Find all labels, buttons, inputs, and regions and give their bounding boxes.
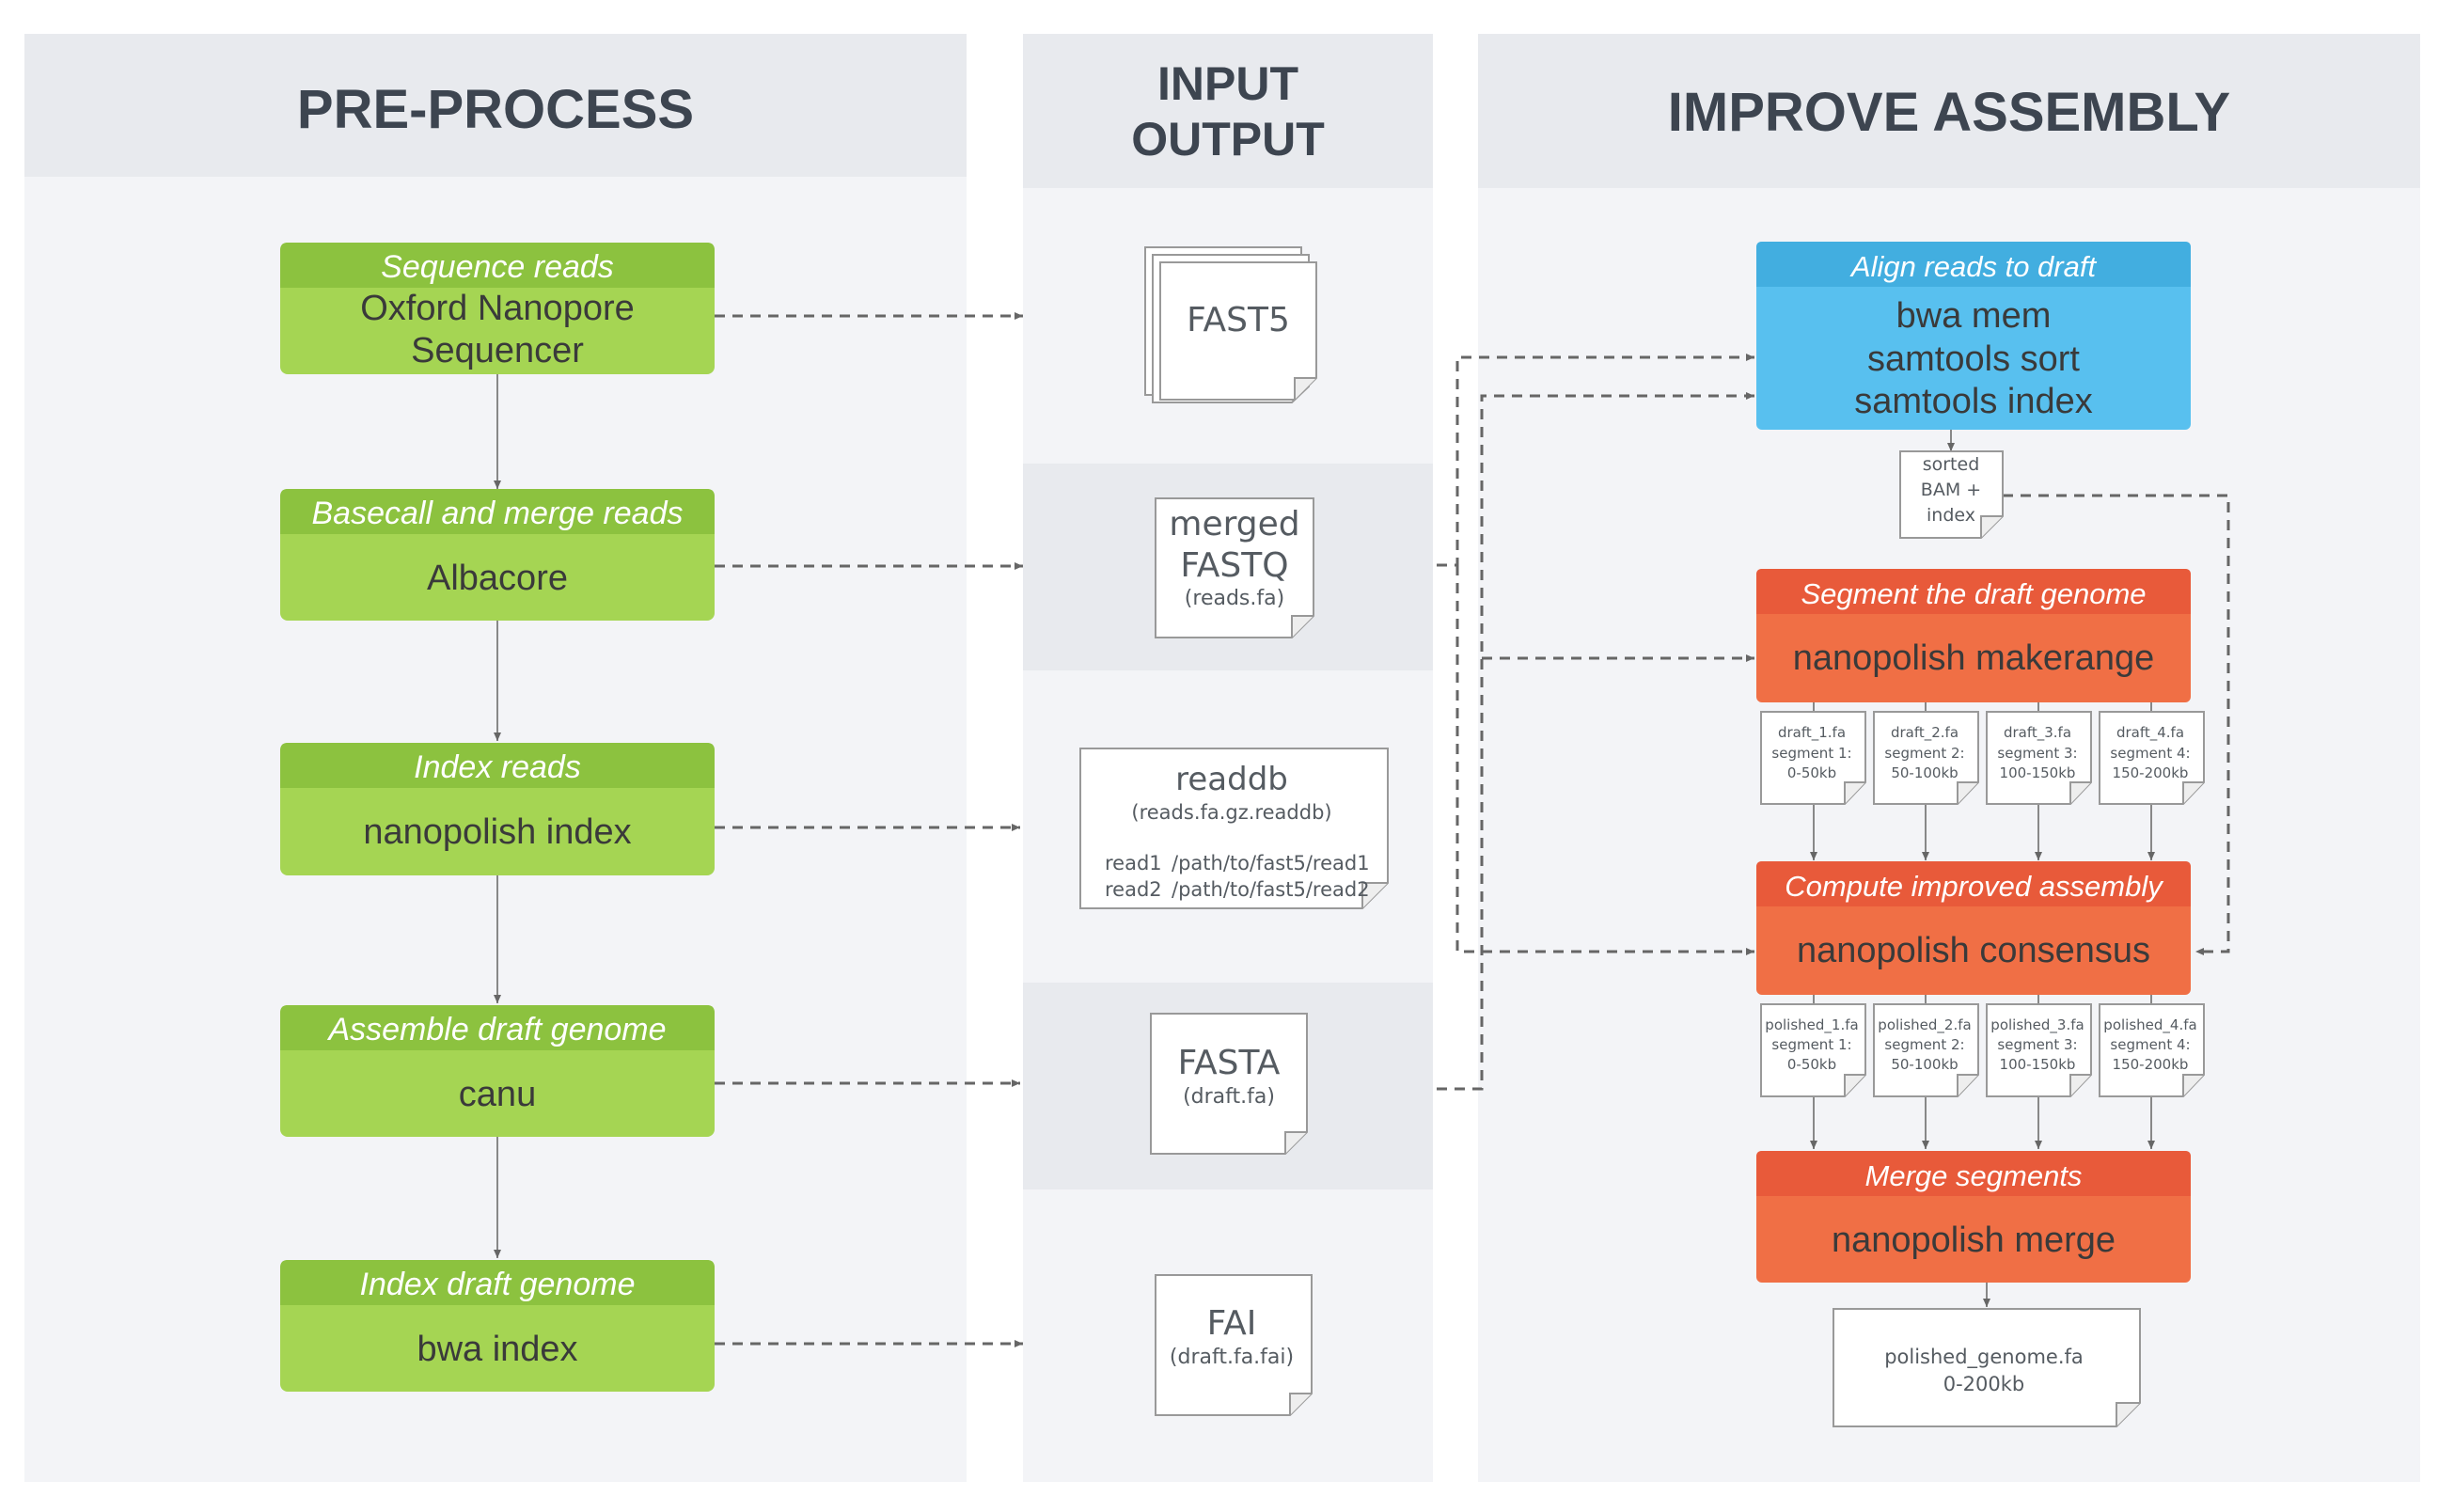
segment-label: segment 4: <box>2110 1036 2190 1053</box>
step-align-reads[interactable]: Align reads to draft bwa mem samtools so… <box>1756 242 2191 430</box>
doc-fastq[interactable]: merged FASTQ (reads.fa) <box>1155 497 1314 638</box>
doc-polished-2[interactable]: polished_2.fa segment 2: 50-100kb <box>1873 1003 1979 1097</box>
segment-file: draft_4.fa <box>2116 724 2184 742</box>
doc-draft-1[interactable]: draft_1.fa segment 1: 0-50kb <box>1760 711 1866 805</box>
output-connectors <box>715 312 1023 1347</box>
doc-sub: (reads.fa.gz.readdb) <box>1131 801 1331 824</box>
doc-title: readdb <box>1175 761 1288 798</box>
io-header-input: INPUT <box>1157 57 1298 110</box>
doc-title: FAST5 <box>1187 301 1290 339</box>
segment-file: polished_2.fa <box>1878 1016 1971 1034</box>
segment-label: segment 3: <box>1997 745 2077 762</box>
readdb-row-id: read2 <box>1105 878 1162 901</box>
step-sequence-reads[interactable]: Sequence reads Oxford Nanopore Sequencer <box>280 243 715 374</box>
doc-polished-genome[interactable]: polished_genome.fa 0-200kb <box>1833 1308 2141 1427</box>
doc-sorted-bam[interactable]: sorted BAM + index <box>1899 450 2004 539</box>
step-command: samtools index <box>1854 382 2092 421</box>
segment-label: segment 1: <box>1771 1036 1851 1053</box>
doc-polished-1[interactable]: polished_1.fa segment 1: 0-50kb <box>1760 1003 1866 1097</box>
segment-range: 100-150kb <box>2000 764 2076 781</box>
step-command: nanopolish merge <box>1832 1221 2116 1260</box>
segment-range: 150-200kb <box>2113 1056 2189 1073</box>
readdb-row-id: read1 <box>1105 852 1162 874</box>
step-caption: Assemble draft genome <box>326 1012 666 1047</box>
doc-line: index <box>1927 505 1975 526</box>
doc-sub: (draft.fa.fai) <box>1170 1346 1294 1369</box>
segment-label: segment 4: <box>2110 745 2190 762</box>
doc-draft-4[interactable]: draft_4.fa segment 4: 150-200kb <box>2099 711 2205 805</box>
segment-range: 0-50kb <box>1787 1056 1836 1073</box>
polished-segment-docs: polished_1.fa segment 1: 0-50kb polished… <box>1760 1003 2205 1097</box>
doc-readdb[interactable]: readdb (reads.fa.gz.readdb) read1 /path/… <box>1079 748 1389 909</box>
step-basecall[interactable]: Basecall and merge reads Albacore <box>280 489 715 621</box>
step-caption: Index reads <box>414 749 581 785</box>
improve-connectors <box>1810 430 2155 1307</box>
segment-file: polished_3.fa <box>1990 1016 2084 1034</box>
doc-line: 0-200kb <box>1943 1373 2025 1395</box>
segment-label: segment 2: <box>1884 745 1964 762</box>
step-caption: Basecall and merge reads <box>311 496 683 531</box>
doc-fai[interactable]: FAI (draft.fa.fai) <box>1155 1274 1313 1416</box>
step-caption: Align reads to draft <box>1849 250 2098 283</box>
doc-draft-2[interactable]: draft_2.fa segment 2: 50-100kb <box>1873 711 1979 805</box>
readdb-row-path: /path/to/fast5/read2 <box>1172 878 1370 901</box>
doc-line: sorted <box>1923 454 1980 475</box>
step-caption: Index draft genome <box>360 1267 636 1302</box>
segment-file: draft_3.fa <box>2004 724 2071 742</box>
doc-line: FASTQ <box>1180 546 1288 585</box>
doc-sub: (reads.fa) <box>1185 587 1284 610</box>
doc-line: BAM + <box>1921 480 1981 500</box>
doc-title: FASTA <box>1178 1044 1281 1082</box>
step-command: canu <box>459 1075 536 1114</box>
preprocess-header: PRE-PROCESS <box>297 79 694 140</box>
segment-range: 100-150kb <box>2000 1056 2076 1073</box>
segment-range: 150-200kb <box>2113 764 2189 781</box>
segment-label: segment 1: <box>1771 745 1851 762</box>
readdb-row-path: /path/to/fast5/read1 <box>1172 852 1370 874</box>
step-command: nanopolish makerange <box>1793 638 2155 678</box>
step-command: nanopolish index <box>363 812 631 852</box>
draft-segment-docs: draft_1.fa segment 1: 0-50kb draft_2.fa … <box>1760 711 2205 805</box>
doc-line: merged <box>1169 505 1299 543</box>
doc-fasta[interactable]: FASTA (draft.fa) <box>1150 1013 1308 1155</box>
segment-file: draft_2.fa <box>1891 724 1958 742</box>
step-index-reads[interactable]: Index reads nanopolish index <box>280 743 715 875</box>
segment-file: polished_4.fa <box>2103 1016 2196 1034</box>
doc-title: FAI <box>1207 1304 1257 1343</box>
doc-sub: (draft.fa) <box>1183 1085 1275 1109</box>
improve-header: IMPROVE ASSEMBLY <box>1668 82 2230 143</box>
segment-label: segment 2: <box>1884 1036 1964 1053</box>
step-assemble[interactable]: Assemble draft genome canu <box>280 1005 715 1137</box>
doc-line: polished_genome.fa <box>1884 1346 2084 1369</box>
doc-polished-4[interactable]: polished_4.fa segment 4: 150-200kb <box>2099 1003 2205 1097</box>
segment-range: 50-100kb <box>1891 1056 1958 1073</box>
doc-polished-3[interactable]: polished_3.fa segment 3: 100-150kb <box>1986 1003 2092 1097</box>
step-index-draft[interactable]: Index draft genome bwa index <box>280 1260 715 1392</box>
step-command: nanopolish consensus <box>1797 931 2150 970</box>
step-caption: Compute improved assembly <box>1785 870 2164 903</box>
segment-file: draft_1.fa <box>1778 724 1846 742</box>
input-connectors <box>1437 354 2230 1091</box>
step-command: samtools sort <box>1867 339 2080 379</box>
doc-draft-3[interactable]: draft_3.fa segment 3: 100-150kb <box>1986 711 2092 805</box>
segment-range: 0-50kb <box>1787 764 1836 781</box>
segment-label: segment 3: <box>1997 1036 2077 1053</box>
step-compute-consensus[interactable]: Compute improved assembly nanopolish con… <box>1756 861 2191 995</box>
segment-file: polished_1.fa <box>1765 1016 1858 1034</box>
io-header-output: OUTPUT <box>1131 113 1325 165</box>
step-command: Oxford Nanopore <box>360 289 635 328</box>
step-caption: Merge segments <box>1865 1159 2083 1192</box>
step-merge[interactable]: Merge segments nanopolish merge <box>1756 1151 2191 1283</box>
step-caption: Sequence reads <box>381 249 614 285</box>
doc-fast5[interactable]: FAST5 <box>1144 246 1317 403</box>
step-caption: Segment the draft genome <box>1801 577 2146 610</box>
step-command: Sequencer <box>411 331 584 370</box>
step-segment[interactable]: Segment the draft genome nanopolish make… <box>1756 569 2191 702</box>
step-command: bwa index <box>417 1330 577 1369</box>
step-command: bwa mem <box>1896 296 2052 336</box>
step-command: Albacore <box>427 559 568 598</box>
segment-range: 50-100kb <box>1891 764 1958 781</box>
